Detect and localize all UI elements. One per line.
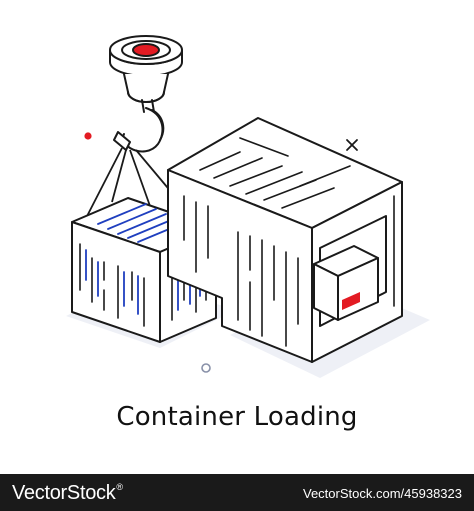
warehouse-roof-slats xyxy=(199,137,351,209)
box-label-icon xyxy=(342,292,360,310)
watermark-footer: VectorStock® VectorStock.com/45938323 xyxy=(0,474,474,511)
brand-name: VectorStock xyxy=(12,482,116,504)
registered-mark-icon: ® xyxy=(116,482,123,492)
container-loading-illustration xyxy=(66,35,430,378)
red-dot-icon xyxy=(84,132,92,140)
crane-hook-icon xyxy=(109,35,183,153)
container-front-ribs xyxy=(79,243,145,327)
container-front-blue-ribs xyxy=(85,249,139,315)
warehouse-wall-slats xyxy=(183,195,299,347)
stock-url: VectorStock.com/45938323 xyxy=(303,486,462,501)
brand-logo: VectorStock® xyxy=(12,482,123,505)
caption-title: Container Loading xyxy=(116,402,358,432)
ring-dot-icon xyxy=(201,363,211,373)
sparkle-icon xyxy=(346,139,358,151)
